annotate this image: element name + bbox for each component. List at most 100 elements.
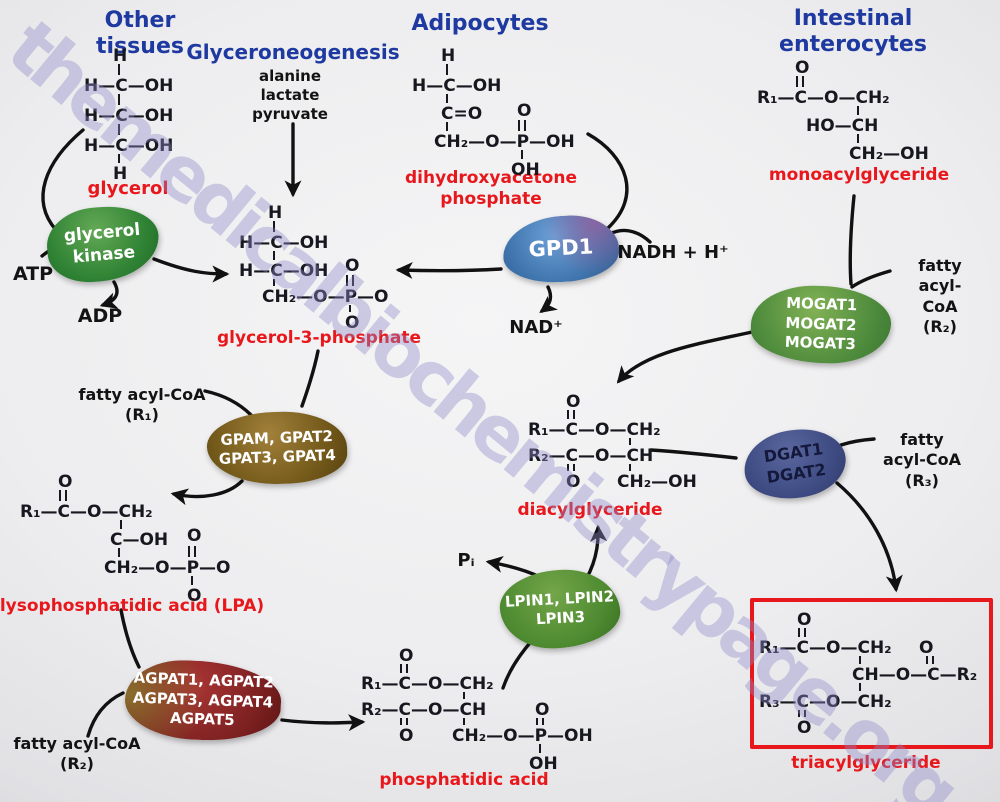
molecule-dihydroxyacetone-phosphate-bond — [521, 150, 523, 159]
triacylglyceride-product-box — [750, 598, 993, 749]
molecule-glycerol-3-phosphate-atoms: O — [345, 256, 360, 276]
enzyme-mogat-label: MOGAT1 — [785, 294, 858, 315]
molecule-glycerol-3-phosphate-atoms: H—C—OH — [239, 233, 329, 253]
molecule-glycerol-bond — [118, 64, 120, 75]
molecule-triacylglyceride-atoms: R₃—C—O—CH₂ — [759, 692, 892, 712]
molecule-lysophosphatidic-acid-atoms: C—OH — [110, 530, 169, 550]
arrow-mag-to-mogat — [848, 194, 856, 286]
arrow-lpa-to-agpat — [119, 608, 141, 669]
molecule-triacylglyceride-bond — [859, 656, 861, 664]
molecule-phosphatidic-acid-atoms: R₁—C—O—CH₂ — [361, 674, 494, 694]
metabolite-label-phosphatidic-acid: phosphatidic acid — [379, 770, 549, 790]
molecule-glycerol-3-phosphate-double-bond — [346, 275, 354, 286]
label-fatty-acyl-coa-r3: fatty acyl-CoA (R₃) — [883, 430, 961, 490]
label-nad: NAD⁺ — [509, 317, 563, 338]
label-glyceroneogenesis-substrates: alanine lactate pyruvate — [252, 67, 328, 124]
molecule-dihydroxyacetone-phosphate-atoms: OH — [511, 160, 540, 180]
molecule-monoacylglyceride-atoms: R₁—C—O—CH₂ — [757, 88, 890, 108]
molecule-glycerol-3-phosphate-atoms: H—C—OH — [239, 261, 329, 281]
molecule-diacylglyceride-atoms: O — [566, 392, 581, 412]
molecule-lysophosphatidic-acid-bond — [118, 548, 120, 557]
molecule-triacylglyceride-atoms: R₁—C—O—CH₂ — [759, 638, 892, 658]
arrow-kinase-to-adp — [99, 280, 119, 309]
molecule-lysophosphatidic-acid-double-bond — [59, 490, 67, 501]
molecule-monoacylglyceride-atoms: HO—CH — [806, 116, 879, 136]
molecule-glycerol-atoms: H—C—OH — [84, 136, 174, 156]
molecule-lysophosphatidic-acid-atoms: O — [187, 526, 202, 546]
molecule-glycerol-3-phosphate-bond — [273, 251, 275, 260]
enzyme-gpd1: GPD1 — [501, 213, 621, 285]
arrow-gpam-to-lpa — [170, 479, 244, 506]
enzyme-mogat-label: MOGAT3 — [784, 333, 857, 354]
molecule-triacylglyceride-double-bond — [926, 656, 934, 664]
molecule-glycerol-3-phosphate-bond — [349, 305, 351, 312]
arrow-glycerol-to-kinase — [41, 128, 85, 232]
molecule-dihydroxyacetone-phosphate-double-bond — [518, 120, 526, 131]
molecule-glycerol-atoms: H — [113, 46, 128, 66]
header-intestinal-enterocytes: Intestinal enterocytes — [779, 6, 927, 57]
molecule-phosphatidic-acid-bond — [463, 692, 465, 699]
arrow-mogat-to-dag — [616, 330, 754, 384]
molecule-monoacylglyceride-double-bond — [796, 76, 804, 87]
molecule-dihydroxyacetone-phosphate-atoms: H — [441, 46, 456, 66]
molecule-lysophosphatidic-acid-atoms: O — [58, 472, 73, 492]
molecule-phosphatidic-acid-bond — [463, 718, 465, 725]
molecule-glycerol-atoms: H—C—OH — [84, 106, 174, 126]
arrow-r2-to-mogat — [850, 269, 892, 289]
molecule-triacylglyceride-atoms: O — [797, 610, 812, 630]
molecule-monoacylglyceride-atoms: CH₂—OH — [849, 144, 929, 164]
molecule-diacylglyceride-double-bond — [567, 410, 575, 419]
label-pi: Pᵢ — [457, 550, 475, 571]
molecule-dihydroxyacetone-phosphate-atoms: O — [517, 101, 532, 121]
molecule-dihydroxyacetone-phosphate-bond — [446, 122, 448, 131]
molecule-dihydroxyacetone-phosphate-atoms: CH₂—O—P—OH — [434, 132, 575, 152]
molecule-phosphatidic-acid-atoms: O — [535, 700, 550, 720]
molecule-triacylglyceride-bond — [859, 683, 861, 691]
metabolite-label-monoacylglyceride: monoacylglyceride — [768, 165, 950, 185]
molecule-glycerol-atoms: H — [113, 164, 128, 184]
metabolite-label-glycerol-3-phosphate: glycerol-3-phosphate — [217, 328, 421, 348]
molecule-triacylglyceride-double-bond — [798, 628, 806, 637]
metabolite-label-diacylglyceride: diacylglyceride — [517, 500, 663, 520]
molecule-phosphatidic-acid-atoms: O — [399, 726, 414, 746]
molecule-dihydroxyacetone-phosphate-bond — [446, 94, 448, 103]
molecule-glycerol-bond — [118, 124, 120, 135]
header-other-tissues: Other tissues — [96, 8, 184, 59]
arrow-dag-to-dgat — [649, 448, 738, 460]
molecule-phosphatidic-acid-double-bond — [536, 718, 544, 725]
arrow-r1-to-gpam — [203, 389, 253, 417]
molecule-diacylglyceride-double-bond — [567, 464, 575, 471]
metabolite-label-glycerol: glycerol — [87, 178, 169, 199]
molecule-glycerol-3-phosphate-atoms: H — [268, 203, 283, 223]
enzyme-lpin-label: LPIN3 — [535, 607, 586, 629]
header-glyceroneogenesis: Glyceroneogenesis — [186, 40, 400, 64]
molecule-phosphatidic-acid-atoms: R₂—C—O—CH — [361, 700, 487, 720]
molecule-dihydroxyacetone-phosphate-atoms: H—C—OH — [412, 76, 502, 96]
enzyme-gpam-gpat-label: GPAT3, GPAT4 — [218, 445, 337, 469]
molecule-diacylglyceride-atoms: R₂—C—O—CH — [528, 446, 654, 466]
molecule-glycerol-3-phosphate-atoms: CH₂—O—P—O — [262, 287, 389, 307]
header-adipocytes: Adipocytes — [411, 11, 549, 36]
label-fatty-acyl-coa-r2-right: fatty acyl-CoA (R₂) — [918, 256, 962, 337]
arrow-agpat-to-pa — [280, 714, 366, 732]
molecule-glycerol-3-phosphate-atoms: O — [345, 313, 360, 333]
molecule-glycerol-3-phosphate-bond — [273, 279, 275, 286]
label-adp: ADP — [77, 305, 123, 327]
molecule-triacylglyceride-atoms: CH—O—C—R₂ — [852, 665, 978, 685]
enzyme-agpat-label: AGPAT3, AGPAT4 — [132, 688, 274, 712]
metabolite-label-dihydroxyacetone-phosphate: dihydroxyacetone phosphate — [405, 168, 577, 210]
molecule-diacylglyceride-atoms: O — [566, 472, 581, 492]
molecule-phosphatidic-acid-atoms: O — [399, 646, 414, 666]
arrow-kinase-to-g3p — [152, 257, 230, 283]
molecule-glycerol-atoms: H—C—OH — [84, 76, 174, 96]
molecule-phosphatidic-acid-atoms: OH — [529, 754, 558, 774]
molecule-lysophosphatidic-acid-atoms: R₁—C—O—CH₂ — [20, 502, 153, 522]
